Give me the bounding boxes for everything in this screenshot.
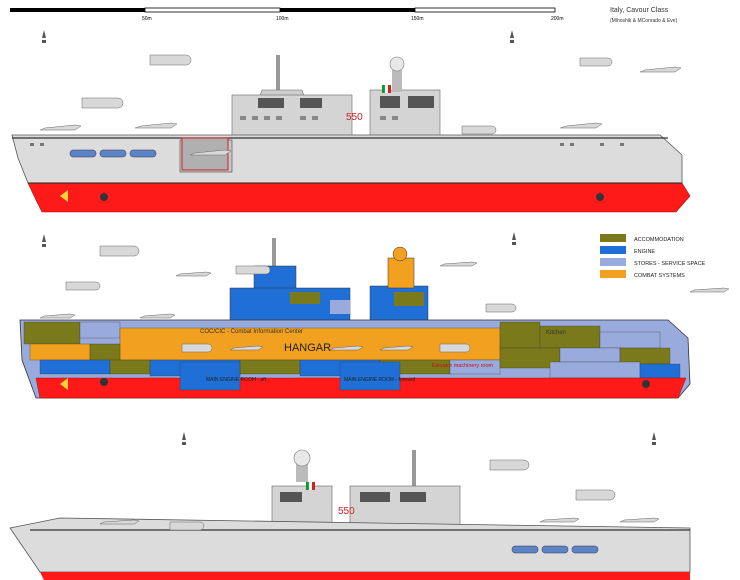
hull-upper-grey [11,134,683,184]
jackstaff-icon [182,432,186,445]
propeller-icon [60,190,68,202]
helicopter-icon [149,54,192,66]
hull-number-bottom: 550 [338,506,355,517]
jet-icon [329,345,364,351]
jet-icon [229,345,264,351]
jet-icon [539,517,580,523]
scale-tick-100: 100m [276,16,289,22]
engine-room-fwd-label: MAIN ENGINE ROOM - forward [344,377,415,383]
drawing-credit: (Mihoshik & MConrado & Eve) [610,18,678,24]
jackstaff-icon [510,30,514,43]
helicopter-icon [489,459,530,471]
jet-icon [39,313,76,319]
helicopter-icon [235,265,271,275]
helicopter-icon [485,303,517,313]
engine-room-aft-label: MAIN ENGINE ROOM - aft [206,377,267,383]
jet-icon [39,124,82,131]
ship-profile-top: 550 [11,54,691,213]
legend-swatch-stores [600,258,626,266]
hull-bottom-grey [9,517,691,573]
helicopter-icon [81,97,124,109]
jet-icon [639,66,682,73]
legend-swatch-combat [600,270,626,278]
jet-icon [689,287,730,293]
hangar-label: HANGAR [284,342,331,354]
helicopter-icon [575,489,616,501]
bow-thruster-icon [642,380,650,388]
legend-label-engine: ENGINE [634,249,655,255]
jet-icon [379,345,414,351]
helicopter-icon [461,125,497,135]
jet-icon [175,271,212,277]
rudder-icon [100,193,108,201]
legend-swatch-engine [600,246,626,254]
radar-dome-icon [293,449,311,467]
helicopter-icon [99,245,140,257]
jet-icon [559,122,603,129]
elevator-room-label: Elevator machinery room [432,363,494,369]
compartment-legend: ACCOMMODATION ENGINE STORES - SERVICE SP… [600,234,706,279]
scale-tick-150: 150m [411,16,424,22]
helicopter-icon [65,281,101,291]
legend-swatch-accommodation [600,234,626,242]
jackstaff-icon [42,30,46,43]
jet-icon [139,313,176,319]
hull-lower-red [27,182,691,213]
scale-bar: 50m 100m 150m 200m [10,7,564,22]
jet-icon [189,149,232,156]
helicopter-icon [439,343,471,353]
helicopter-icon [579,57,613,67]
legend-label-accommodation: ACCOMMODATION [634,237,684,243]
radar-dome-icon [392,246,408,262]
helicopter-icon [181,343,213,353]
island-structure: 550 [231,55,441,138]
jet-icon [439,261,478,267]
ship-profile-bottom: 550 [9,449,691,580]
cic-label: COC/CIC - Combat Information Center [200,329,303,335]
bow-thruster-icon [596,193,604,201]
helicopter-icon [169,521,205,531]
hull-number: 550 [346,112,363,123]
radar-dome-icon [389,56,405,72]
kitchen-label: Kitchen [546,330,566,336]
rudder-icon [100,378,108,386]
drawing-title: Italy, Cavour Class [610,7,669,14]
propeller-icon [60,378,68,390]
jet-icon [134,122,178,129]
jet-icon [99,519,140,525]
legend-label-combat: COMBAT SYSTEMS [634,273,685,279]
jackstaff-icon [512,232,516,245]
ship-cutaway-middle: COC/CIC - Combat Information Center HANG… [19,238,730,399]
jackstaff-icon [652,432,656,445]
lifeboats [511,545,599,554]
scale-tick-200: 200m [551,16,564,22]
scale-tick-50: 50m [142,16,152,22]
jackstaff-icon [42,234,46,247]
jet-icon [619,517,660,523]
lifeboats [69,149,157,158]
legend-label-stores: STORES - SERVICE SPACE [634,261,706,267]
